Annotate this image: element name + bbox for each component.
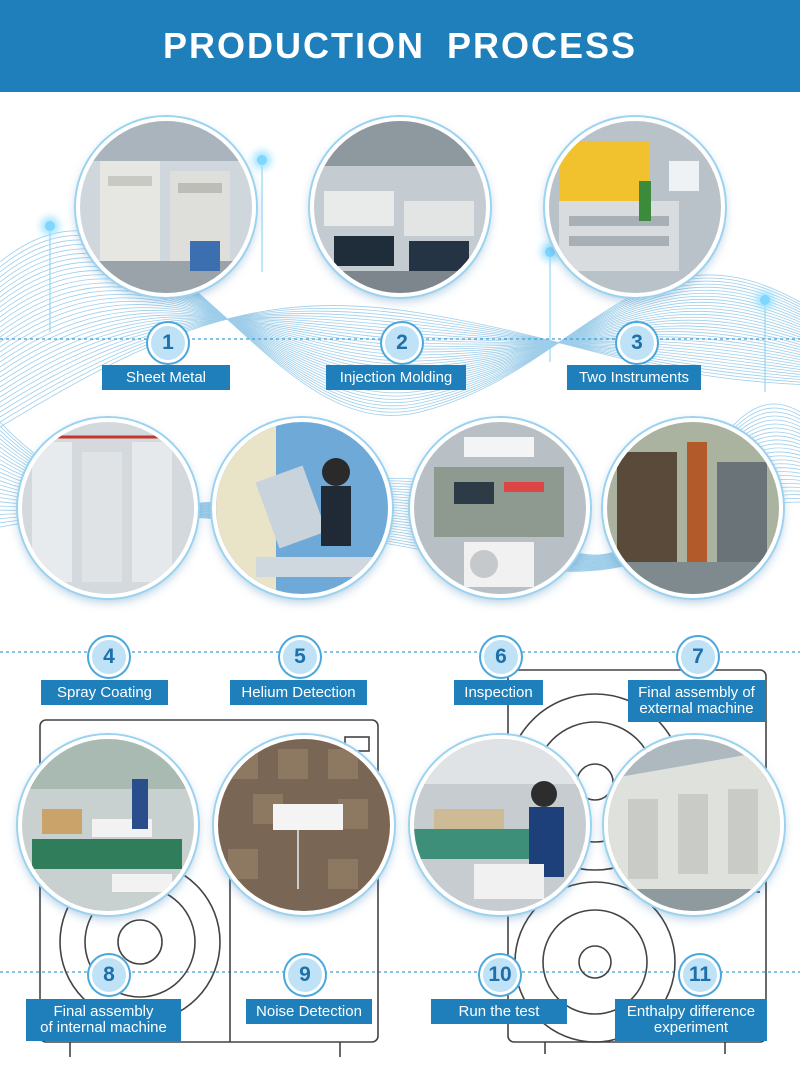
photo-run-the-test bbox=[410, 735, 590, 915]
step-label-run-the-test: Run the test bbox=[431, 999, 567, 1024]
step-label-sheet-metal: Sheet Metal bbox=[102, 365, 230, 390]
header-banner: PRODUCTION PROCESS bbox=[0, 0, 800, 92]
photo-injection-molding bbox=[310, 117, 490, 297]
step-number-badge: 9 bbox=[285, 955, 325, 995]
page-title: PRODUCTION PROCESS bbox=[162, 25, 638, 66]
step-label-enthalpy-experiment: Enthalpy difference experiment bbox=[615, 999, 767, 1041]
photo-helium-detection bbox=[212, 418, 392, 598]
step-number-badge: 6 bbox=[481, 637, 521, 677]
step-label-noise-detection: Noise Detection bbox=[246, 999, 372, 1024]
step-label-injection-molding: Injection Molding bbox=[326, 365, 466, 390]
step-label-line: Final assembly of bbox=[638, 684, 755, 701]
step-label-final-assembly-external: Final assembly of external machine bbox=[628, 680, 765, 722]
step-label-inspection: Inspection bbox=[454, 680, 543, 705]
step-label-two-instruments: Two Instruments bbox=[567, 365, 701, 390]
step-number-badge: 8 bbox=[89, 955, 129, 995]
step-label-spray-coating: Spray Coating bbox=[41, 680, 168, 705]
step-label-line: Final assembly bbox=[53, 1003, 154, 1020]
step-number-badge: 10 bbox=[480, 955, 520, 995]
step-label-line: external machine bbox=[639, 700, 754, 717]
photo-spray-coating bbox=[18, 418, 198, 598]
step-label-line: of internal machine bbox=[40, 1019, 167, 1036]
glow-dot bbox=[45, 221, 55, 231]
photo-two-instruments bbox=[545, 117, 725, 297]
photo-final-assembly-internal bbox=[18, 735, 198, 915]
step-number-badge: 4 bbox=[89, 637, 129, 677]
step-number-badge: 7 bbox=[678, 637, 718, 677]
glow-dot bbox=[545, 247, 555, 257]
vertical-beams bbox=[49, 162, 766, 392]
step-number-badge: 1 bbox=[148, 323, 188, 363]
glow-dot bbox=[257, 155, 267, 165]
step-number-badge: 3 bbox=[617, 323, 657, 363]
photo-enthalpy-experiment bbox=[604, 735, 784, 915]
glow-dot bbox=[760, 295, 770, 305]
dashed-dividers bbox=[0, 338, 800, 973]
photo-final-assembly-external bbox=[603, 418, 783, 598]
step-number-badge: 5 bbox=[280, 637, 320, 677]
step-number-badge: 11 bbox=[680, 955, 720, 995]
photo-sheet-metal bbox=[76, 117, 256, 297]
step-label-helium-detection: Helium Detection bbox=[230, 680, 367, 705]
step-label-line: Enthalpy difference bbox=[626, 1003, 756, 1020]
photo-inspection bbox=[410, 418, 590, 598]
step-number-badge: 2 bbox=[382, 323, 422, 363]
photo-noise-detection bbox=[214, 735, 394, 915]
step-label-line: experiment bbox=[653, 1019, 729, 1036]
step-label-final-assembly-internal: Final assembly of internal machine bbox=[26, 999, 181, 1041]
